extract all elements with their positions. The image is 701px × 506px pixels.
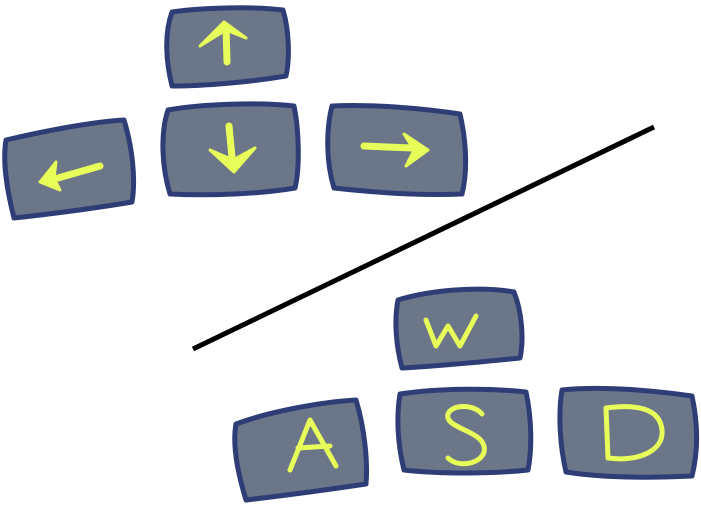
key-w-label: W [458,333,459,335]
key-s-glyph [445,404,487,467]
key-w-cap [393,286,525,371]
key-left [2,117,137,221]
arrow-keys-group [2,5,469,221]
diagonal-divider [191,124,656,352]
key-a: A [232,397,369,503]
key-d-cap [557,385,699,480]
key-right [325,102,469,198]
arrow-down-icon [208,122,257,174]
key-s: S [395,386,534,476]
key-down [160,101,301,198]
key-d: D [557,385,699,480]
arrow-right-icon [360,132,430,168]
wasd-keys-group: W A S D [232,286,699,503]
key-up [164,5,291,89]
arrow-up-icon [198,20,248,66]
key-left-cap [2,117,137,221]
arrow-left-icon [38,160,104,192]
key-a-glyph [287,417,339,473]
key-w-glyph [423,313,479,349]
key-d-glyph [603,404,665,462]
key-w: W [393,286,525,371]
